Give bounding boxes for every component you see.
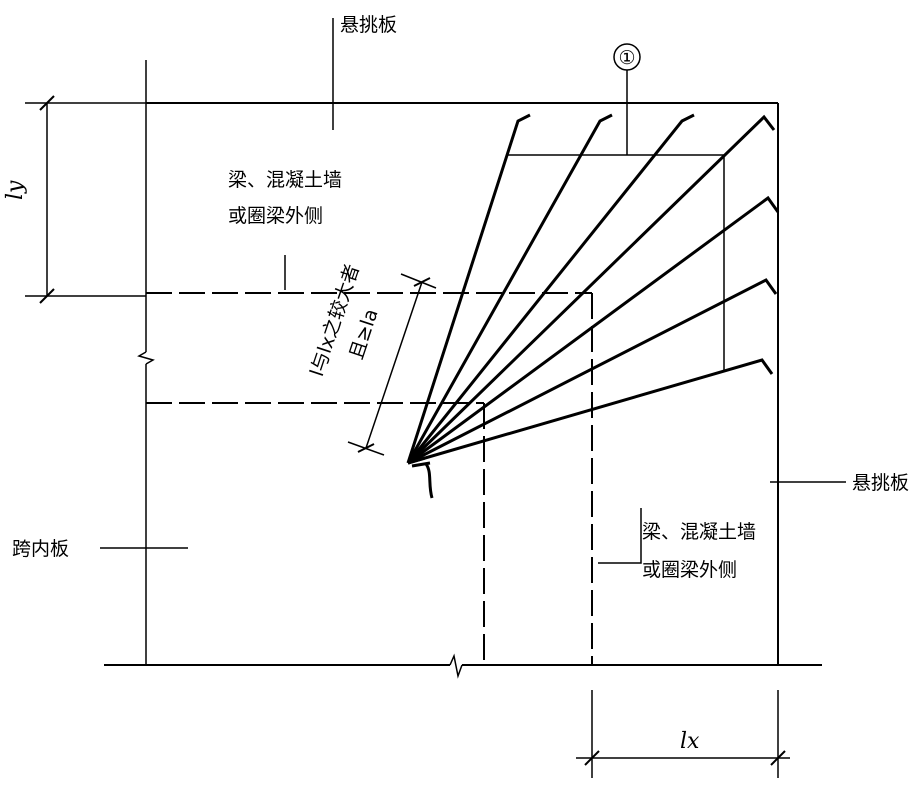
- rebar-6: [407, 278, 778, 465]
- anchorage-length-dimension: l与lx之较大者 且≥la: [306, 261, 437, 456]
- rebar-7: [407, 358, 774, 465]
- dimension-lx-label: lx: [680, 729, 700, 754]
- dimension-ly-label: ly: [3, 180, 28, 200]
- leader-lines: [100, 18, 846, 564]
- label-cantilever-slab-right: 悬挑板: [852, 472, 909, 494]
- dimension-ly: ly: [3, 95, 146, 304]
- text-labels: 悬挑板 梁、混凝土墙 或圈梁外侧 跨内板 梁、混凝土墙 或圈梁外侧 悬挑板: [12, 14, 909, 581]
- label-beam-wall-bottom-line2: 或圈梁外侧: [642, 559, 737, 581]
- rebar-number-marker: ①: [618, 47, 635, 69]
- label-beam-wall-top-line2: 或圈梁外侧: [228, 205, 323, 227]
- label-cantilever-slab-top: 悬挑板: [340, 14, 397, 36]
- rebar-5: [407, 195, 780, 465]
- slab-outline: [102, 60, 822, 679]
- label-beam-wall-bottom-line1: 梁、混凝土墙: [642, 521, 756, 543]
- rebar-4: [406, 114, 776, 465]
- dimension-lx: lx: [576, 690, 790, 778]
- rebar-tail: [407, 456, 434, 499]
- radial-rebars: [406, 113, 780, 499]
- anchorage-note-line1: l与lx之较大者: [306, 261, 364, 379]
- rebar-2: [406, 113, 613, 464]
- rebar-3: [406, 113, 695, 464]
- label-inner-span-slab: 跨内板: [12, 538, 69, 560]
- rebar-1-extent-bracket: ①: [506, 43, 725, 372]
- label-beam-wall-top-line1: 梁、混凝土墙: [228, 169, 342, 191]
- anchorage-note-line2: 且≥la: [345, 306, 382, 362]
- rebar-1: [406, 113, 531, 464]
